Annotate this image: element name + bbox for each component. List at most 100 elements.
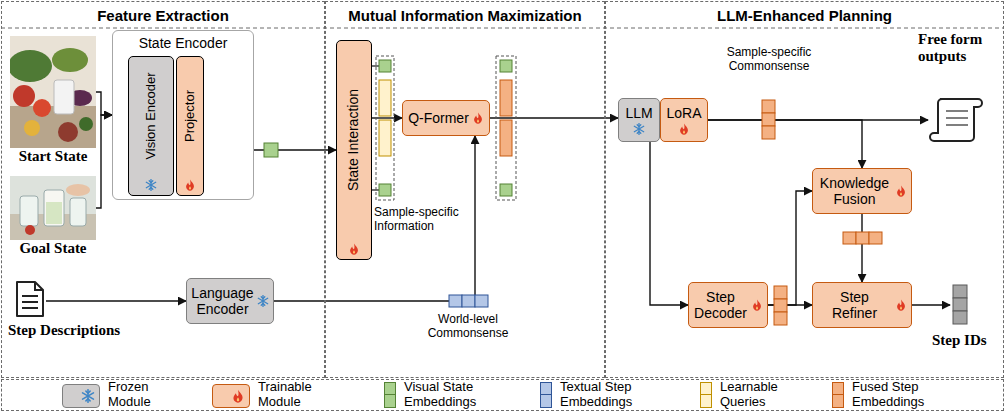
output-node: Free form outputs [928, 95, 984, 145]
state-image: Goal State [10, 176, 96, 257]
icon [678, 123, 690, 135]
start-state-photo [10, 36, 96, 148]
arrow-connector [768, 191, 812, 305]
icon [751, 299, 763, 311]
icon [14, 280, 46, 318]
snowflake-icon [81, 389, 95, 403]
feature-line [372, 65, 379, 66]
swatch-divider [833, 394, 843, 395]
state-image: Start State [10, 36, 96, 165]
arrow-connector [46, 300, 186, 301]
flame-icon [231, 389, 245, 403]
header-divider [1, 28, 1004, 29]
module-label: LLM [625, 105, 652, 121]
flame-icon [895, 299, 907, 311]
icon [10, 36, 96, 148]
fused-step-embedding [856, 232, 869, 244]
input-caption: Step Descriptions [8, 322, 120, 339]
module-label: Language Encoder [191, 285, 254, 317]
legend-swatch [540, 382, 552, 408]
module-label: Step Decoder [693, 289, 748, 321]
icon [633, 123, 645, 135]
fused-step-embedding [762, 100, 775, 113]
icon [472, 112, 484, 124]
output-caption: Step IDs [932, 332, 987, 349]
embedding-bracket [496, 56, 516, 200]
module-box: Projector [176, 56, 204, 196]
module-box: Step Refiner [812, 282, 912, 328]
module-label: State Interaction [346, 42, 361, 238]
flame-icon [678, 123, 690, 135]
snowflake-icon [257, 295, 269, 307]
visual-state-embedding [500, 184, 512, 196]
arrow-connector [96, 92, 112, 115]
annotation-label: Sample-specific Commonsense [713, 46, 825, 74]
group-title: State Encoder [113, 31, 253, 51]
module-label: Step Refiner [817, 289, 892, 321]
snowflake-icon [145, 179, 157, 191]
legend-swatch [212, 384, 250, 408]
arrow-connector [861, 214, 862, 282]
icon [348, 243, 360, 255]
annotation-label: Sample-specific Information [374, 206, 466, 234]
module-box: Step Decoder [688, 282, 768, 328]
goal-state-photo [10, 176, 96, 240]
flame-icon [348, 243, 360, 255]
legend-swatch [62, 384, 100, 408]
visual-state-embedding [379, 184, 391, 196]
section-title: LLM-Enhanced Planning [606, 2, 1003, 29]
module-box: Knowledge Fusion [812, 168, 912, 214]
module-label: Projector [183, 58, 197, 174]
icon [895, 185, 907, 197]
state-caption: Goal State [10, 240, 96, 257]
fused-step-embedding [774, 286, 787, 299]
icon [145, 179, 157, 191]
legend-text: Visual State Embeddings [404, 380, 488, 410]
state-caption: Start State [10, 148, 96, 165]
flame-icon [472, 112, 484, 124]
section-title: Mutual Information Maximization [326, 2, 604, 29]
module-box: State Interaction [336, 40, 372, 260]
legend-text: Fused Step Embeddings [852, 380, 936, 410]
arrow-connector [708, 120, 862, 168]
fused-step-embedding [762, 126, 775, 139]
flame-icon [184, 179, 196, 191]
legend-text: Trainable Module [258, 380, 324, 410]
fused-step-embedding [762, 113, 775, 126]
legend-swatch [700, 382, 712, 408]
arrow-connector [650, 142, 688, 305]
legend-text: Frozen Module [108, 380, 164, 410]
icon [184, 179, 196, 191]
section-title: Feature Extraction [2, 2, 324, 29]
module-box: Q-Former [402, 100, 490, 136]
module-box: Vision Encoder [128, 56, 174, 196]
legend-text: Learnable Queries [720, 380, 790, 410]
section-panel: Feature ExtractionStart StateGoal StateS… [1, 1, 325, 378]
icon [928, 95, 984, 145]
encoder-group: State EncoderVision Encoder Projector [112, 30, 254, 200]
output-caption: Free form outputs [918, 31, 998, 66]
flame-icon [751, 299, 763, 311]
visual-state-embedding [500, 60, 512, 72]
swatch-divider [701, 394, 711, 395]
id-embedding-stack [950, 284, 970, 326]
legend-swatch [384, 382, 396, 408]
textual-step-embedding [462, 295, 475, 307]
module-box: LLM [618, 98, 660, 142]
swatch-divider [541, 394, 551, 395]
textual-step-embedding [475, 295, 488, 307]
module-label: Q-Former [408, 110, 469, 126]
module-box: LoRA [660, 98, 708, 142]
arrow-connector [490, 117, 618, 118]
snowflake-icon [633, 123, 645, 135]
icon [257, 295, 269, 307]
icon [895, 299, 907, 311]
arrow-connector [96, 115, 112, 208]
annotation-label: World-level Commonsense [413, 313, 523, 341]
icon [950, 284, 970, 326]
learnable-query [379, 80, 391, 116]
legend-swatch [832, 382, 844, 408]
fused-step-embedding [869, 232, 882, 244]
document-icon [14, 280, 46, 318]
fused-step-embedding [774, 312, 787, 325]
